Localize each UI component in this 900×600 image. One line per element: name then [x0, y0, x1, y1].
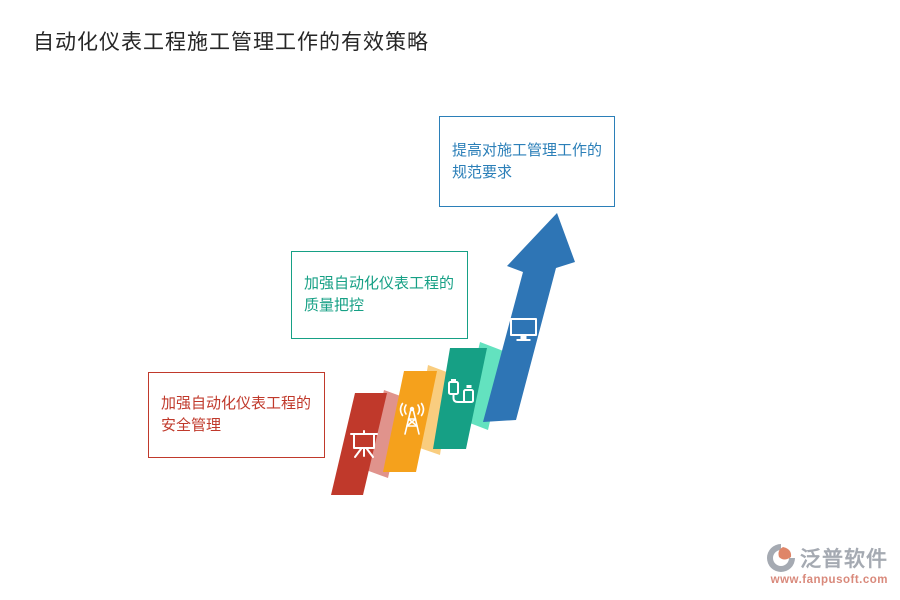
fanpu-logo: 泛普软件 www.fanpusoft.com — [738, 543, 888, 586]
usb-cable-icon — [448, 379, 474, 403]
page-title: 自动化仪表工程施工管理工作的有效策略 — [33, 31, 429, 54]
antenna-tower-icon — [399, 402, 425, 435]
callout-quality-text: 加强自动化仪表工程的质量把控 — [304, 275, 455, 314]
fanpu-logo-website: www.fanpusoft.com — [770, 574, 888, 586]
fanpu-logo-name: 泛普软件 — [800, 548, 888, 571]
step-band-quality — [433, 348, 487, 449]
step-band-communication — [383, 371, 437, 472]
fanpu-logo-icon — [767, 544, 795, 572]
monitor-icon — [510, 318, 537, 341]
step-band-safety — [331, 393, 387, 495]
upward-arrow — [483, 213, 575, 422]
callout-safety-management: 加强自动化仪表工程的安全管理 — [148, 372, 325, 458]
callout-safety-text: 加强自动化仪表工程的安全管理 — [161, 395, 312, 434]
callout-standard-requirements: 提高对施工管理工作的规范要求 — [439, 116, 615, 207]
callout-standard-text: 提高对施工管理工作的规范要求 — [452, 141, 603, 181]
callout-quality-control: 加强自动化仪表工程的质量把控 — [291, 251, 468, 339]
presentation-board-icon — [350, 430, 378, 458]
